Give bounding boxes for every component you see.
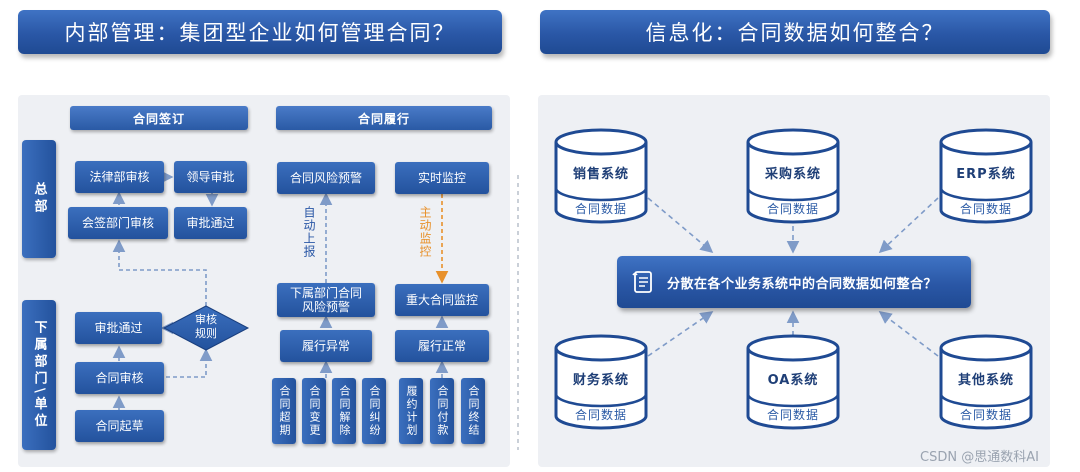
contract-draft-box: 合同起草 <box>75 410 164 442</box>
sales-system-name: 销售系统 <box>572 167 629 182</box>
normal-box: 履行正常 <box>395 330 489 362</box>
database-icon <box>939 128 1033 224</box>
cell-overdue: 合同超期 <box>272 378 296 444</box>
realtime-monitor-box: 实时监控 <box>395 162 489 194</box>
subordinate-label: 下属部门\单位 <box>22 300 56 450</box>
database-icon <box>746 334 840 430</box>
active-monitor-label: 主动监控 <box>418 206 432 258</box>
database-icon <box>554 128 648 224</box>
oa-system-db: OA系统 合同数据 <box>745 334 841 430</box>
cell-dispute: 合同纠纷 <box>362 378 386 444</box>
finance-system-name: 财务系统 <box>572 373 629 388</box>
database-icon <box>554 334 648 430</box>
finance-system-db: 财务系统 合同数据 <box>553 334 649 430</box>
finance-system-data: 合同数据 <box>574 408 627 422</box>
database-icon <box>746 128 840 224</box>
cell-termination: 合同解除 <box>332 378 356 444</box>
left-panel <box>18 95 510 467</box>
database-icon <box>939 334 1033 430</box>
other-system-db: 其他系统 合同数据 <box>938 334 1034 430</box>
document-scroll-icon <box>632 271 652 293</box>
sales-system-data: 合同数据 <box>574 202 627 216</box>
purchase-system-db: 采购系统 合同数据 <box>745 128 841 224</box>
countersign-review-box: 会签部门审核 <box>68 207 168 239</box>
review-rule-label: 审核 规则 <box>195 313 217 340</box>
legal-review-box: 法律部审核 <box>75 161 164 193</box>
erp-system-data: 合同数据 <box>959 202 1012 216</box>
cell-payment: 合同付款 <box>430 378 454 444</box>
integration-question-box: 分散在各个业务系统中的合同数据如何整合？ <box>617 256 971 308</box>
contract-review-box: 合同审核 <box>75 362 164 394</box>
internal-management-banner: 内部管理：集团型企业如何管理合同？ <box>18 10 502 54</box>
integration-question-text: 分散在各个业务系统中的合同数据如何整合？ <box>667 276 938 292</box>
performance-header: 合同履行 <box>276 106 492 130</box>
approved-top-box: 审批通过 <box>174 207 247 239</box>
oa-system-data: 合同数据 <box>766 408 819 422</box>
approved-bottom-box: 审批通过 <box>75 312 162 344</box>
sales-system-db: 销售系统 合同数据 <box>553 128 649 224</box>
purchase-system-name: 采购系统 <box>764 167 821 182</box>
cell-change: 合同变更 <box>302 378 326 444</box>
signing-header: 合同签订 <box>70 106 248 130</box>
leader-approval-box: 领导审批 <box>174 161 247 193</box>
erp-system-name: ERP系统 <box>956 167 1016 182</box>
cell-plan: 履约计划 <box>399 378 423 444</box>
informatization-banner: 信息化：合同数据如何整合？ <box>540 10 1050 54</box>
other-system-name: 其他系统 <box>957 373 1014 388</box>
abnormal-box: 履行异常 <box>280 330 372 362</box>
auto-report-label: 自动上报 <box>302 206 316 258</box>
major-monitor-box: 重大合同监控 <box>395 284 489 316</box>
cell-end: 合同终结 <box>461 378 485 444</box>
oa-system-name: OA系统 <box>767 373 819 388</box>
sub-risk-warning-box: 下属部门合同 风险预警 <box>277 283 375 317</box>
purchase-system-data: 合同数据 <box>766 202 819 216</box>
risk-warning-box: 合同风险预警 <box>277 162 375 194</box>
hq-label: 总部 <box>22 140 56 258</box>
watermark: CSDN @思通数科AI <box>920 450 1039 465</box>
other-system-data: 合同数据 <box>959 408 1012 422</box>
erp-system-db: ERP系统 合同数据 <box>938 128 1034 224</box>
